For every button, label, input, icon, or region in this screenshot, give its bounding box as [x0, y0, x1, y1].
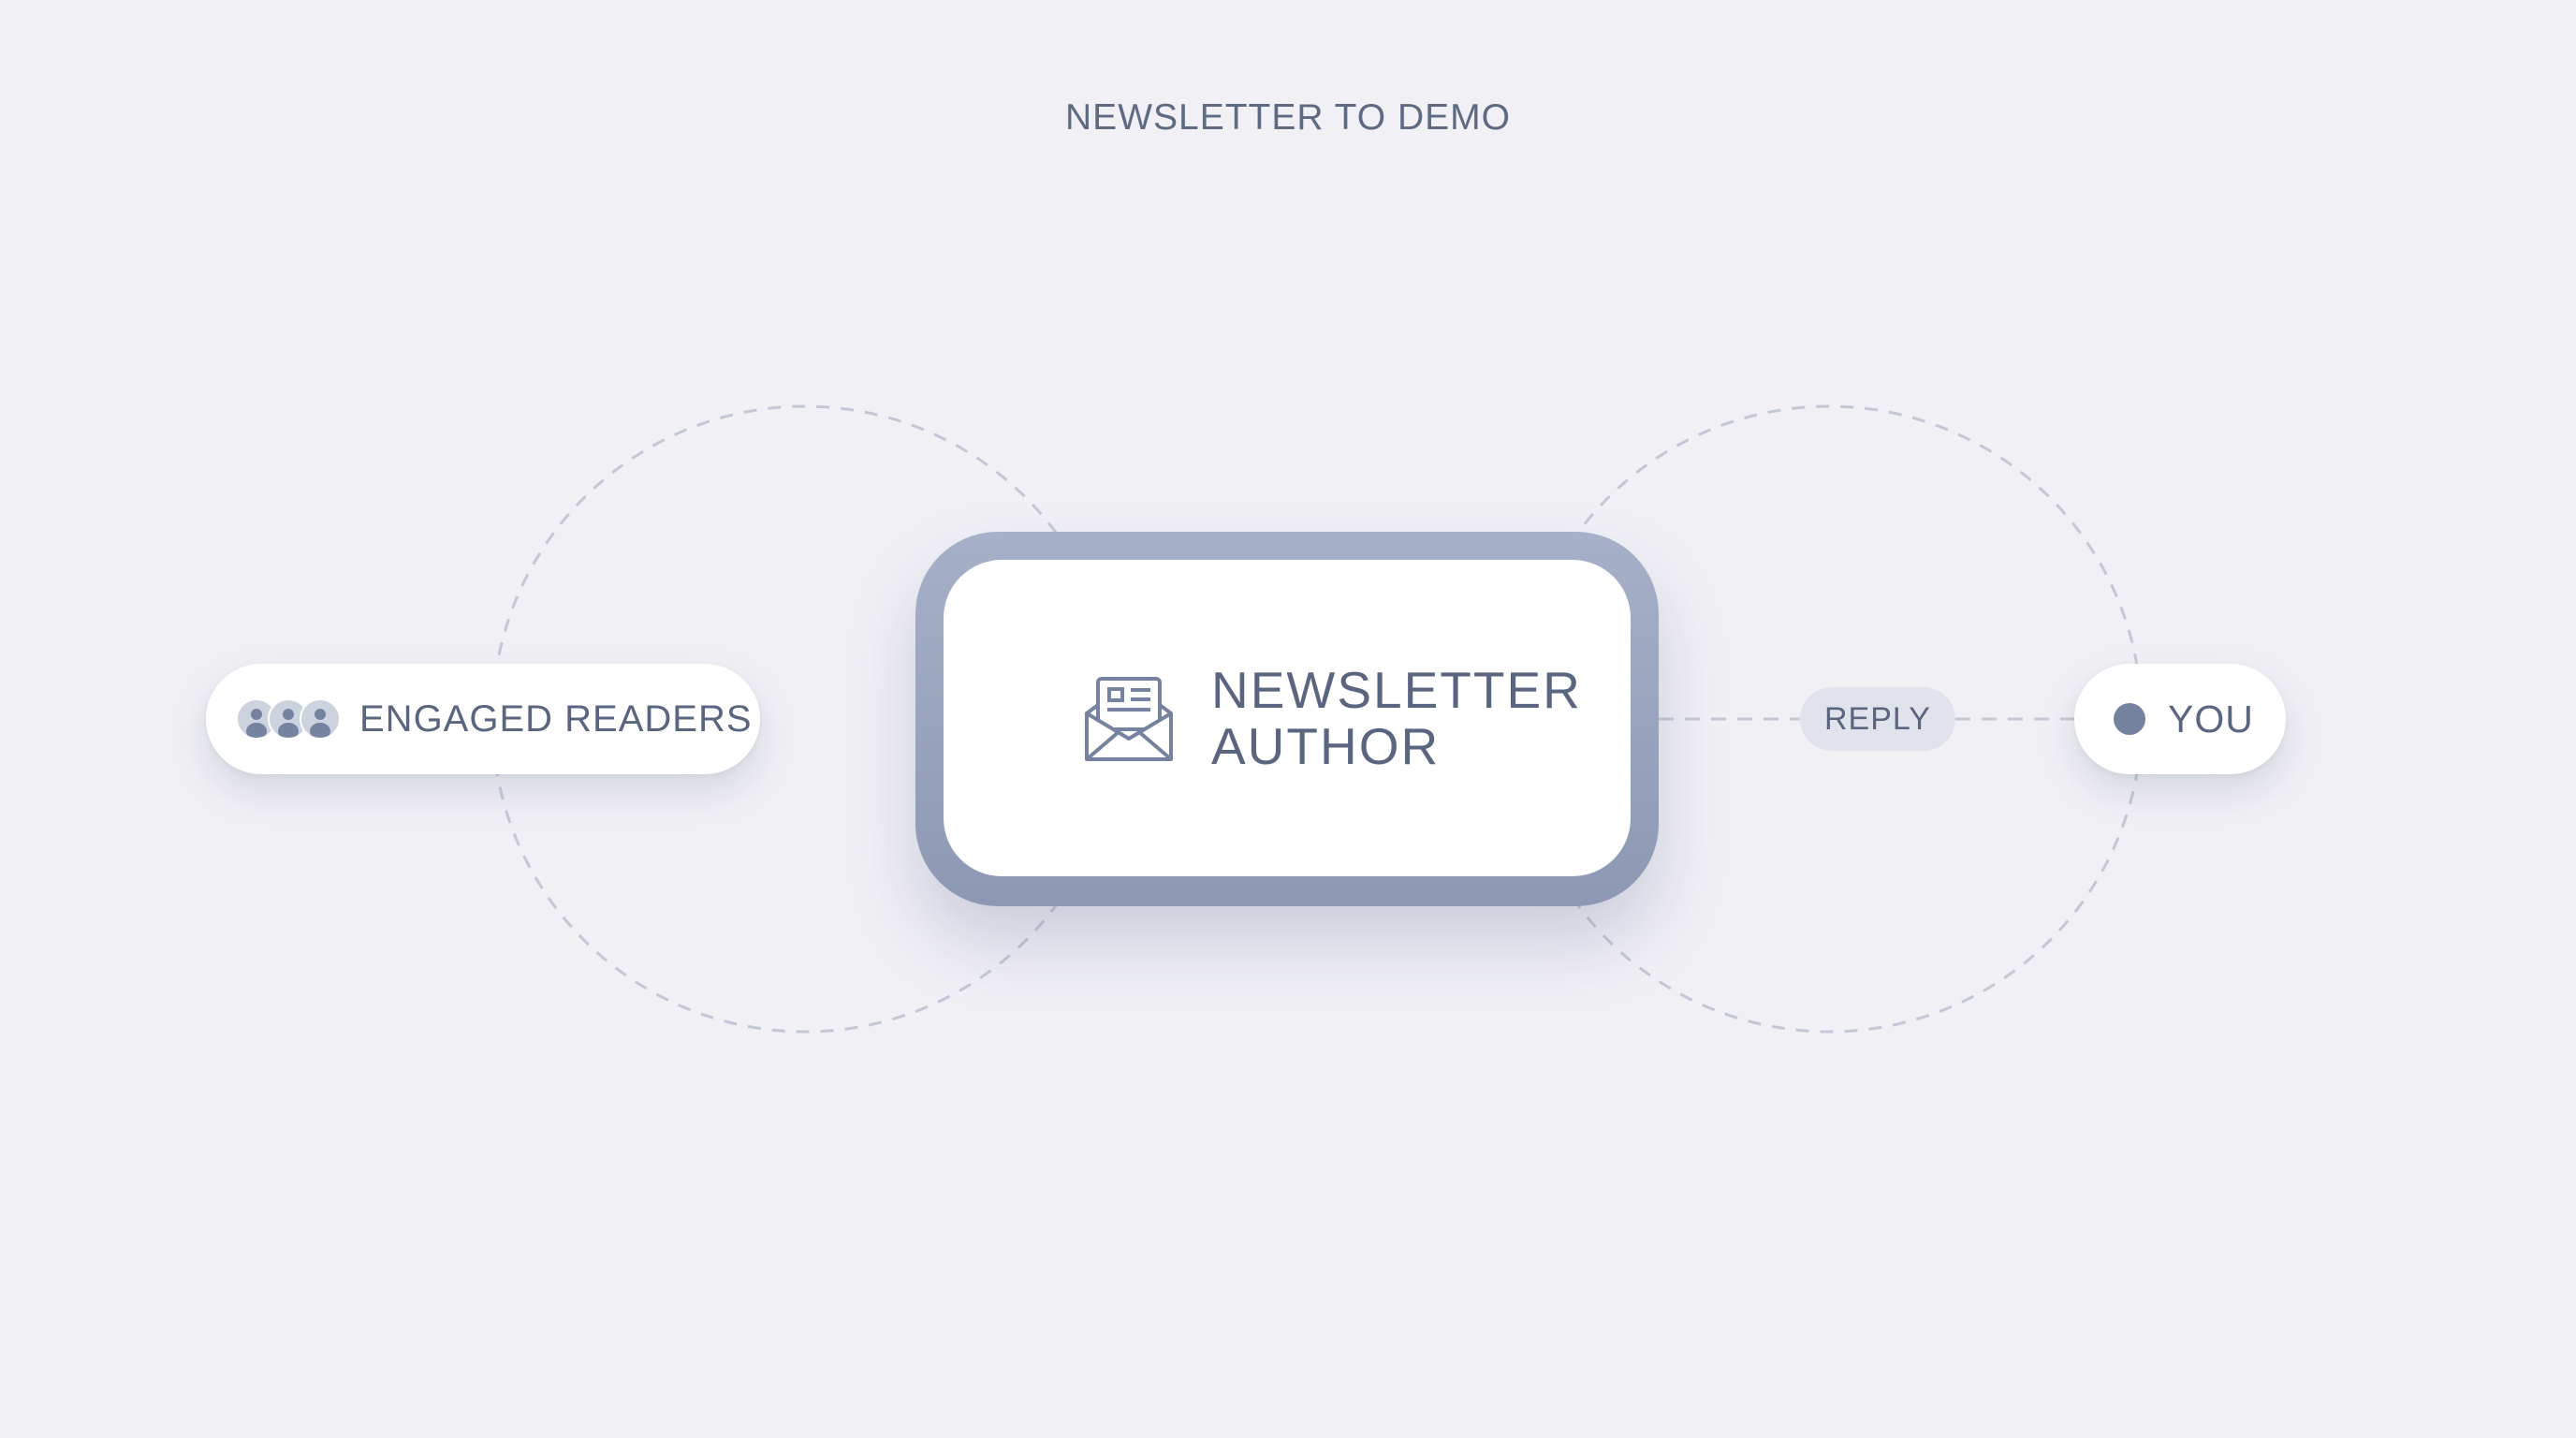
- author-label-line2: AUTHOR: [1211, 717, 1441, 775]
- author-label-line1: NEWSLETTER: [1211, 661, 1582, 719]
- newsletter-author-label: NEWSLETTER AUTHOR: [1211, 662, 1582, 774]
- dot-icon: [2114, 703, 2145, 735]
- diagram-title: NEWSLETTER TO DEMO: [1065, 97, 1511, 138]
- you-node: YOU: [2074, 664, 2286, 774]
- engaged-readers-node: ENGAGED READERS: [206, 664, 760, 774]
- newsletter-envelope-icon: [1085, 677, 1173, 761]
- reply-edge-label: REPLY: [1800, 687, 1955, 751]
- group-users-icon: [236, 698, 341, 740]
- newsletter-author-card: NEWSLETTER AUTHOR: [944, 560, 1631, 876]
- engaged-readers-label: ENGAGED READERS: [359, 697, 753, 740]
- user-avatar-icon: [300, 698, 341, 740]
- you-label: YOU: [2168, 697, 2254, 741]
- newsletter-author-node: NEWSLETTER AUTHOR: [915, 532, 1659, 906]
